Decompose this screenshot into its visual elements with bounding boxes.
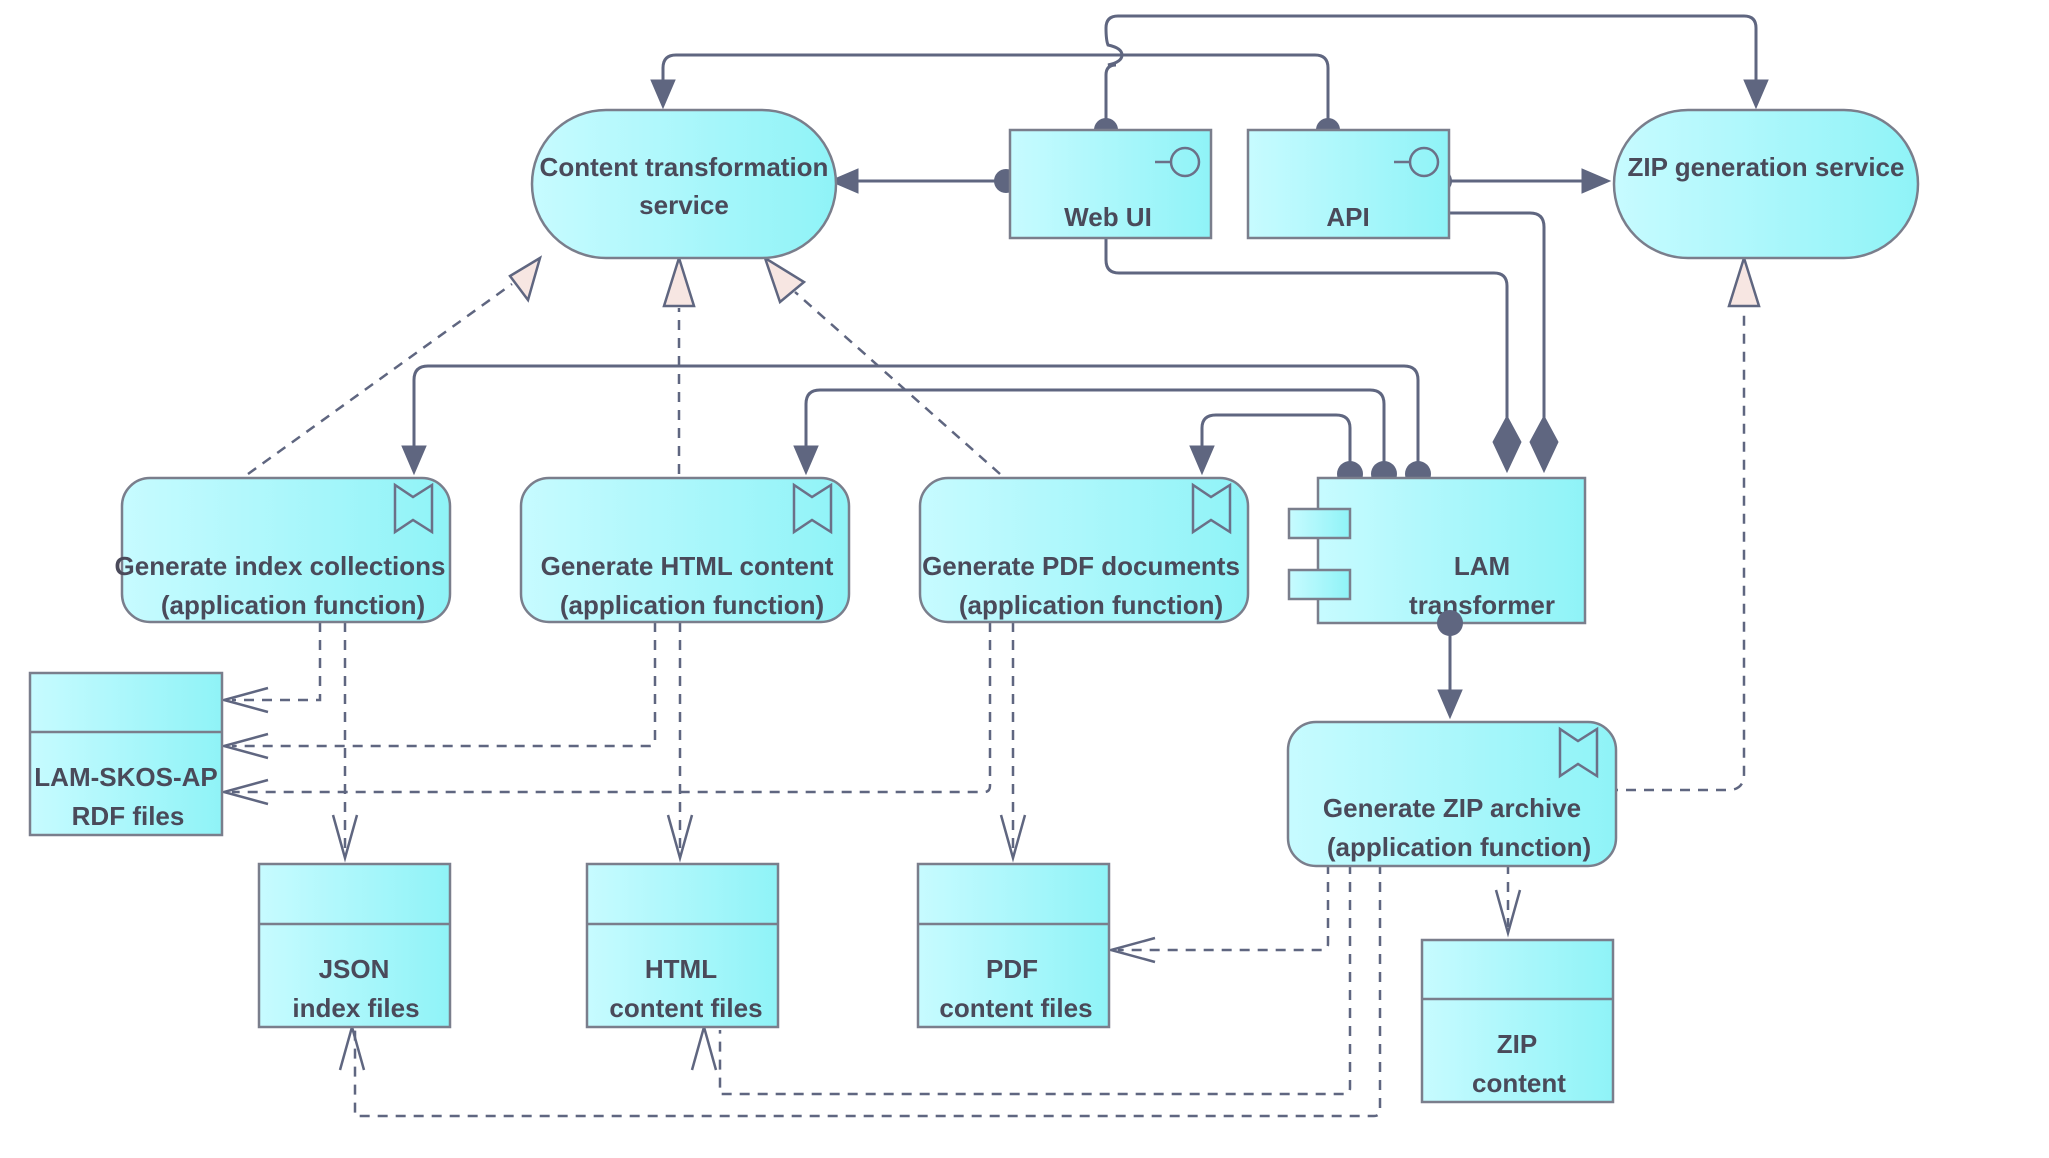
node-pdf-content-files[interactable]: PDF content files xyxy=(916,862,1111,1029)
access-head-html xyxy=(666,814,694,863)
arrowhead-gen-index xyxy=(401,445,427,476)
node-generate-html-content[interactable]: Generate HTML content (application funct… xyxy=(519,476,851,624)
realization-gen-pdf-to-cts xyxy=(794,291,1001,475)
arrowhead-zip-top xyxy=(1743,79,1769,110)
realization-head-gen-html xyxy=(662,253,696,308)
gen-index-line-2: (application function) xyxy=(161,590,425,620)
function-icon xyxy=(393,482,434,535)
node-content-transformation-service[interactable]: Content transformation service xyxy=(530,108,838,260)
gen-pdf-line-2: (application function) xyxy=(959,590,1223,620)
web-ui-label: Web UI xyxy=(1064,202,1152,232)
component-icon xyxy=(1287,507,1352,601)
node-zip-content[interactable]: ZIP content xyxy=(1420,938,1615,1104)
composition-diamond-api xyxy=(1529,414,1559,474)
edge-lam-to-gen-index xyxy=(412,364,1420,474)
access-head-1 xyxy=(219,686,269,714)
cts-line-2: service xyxy=(639,190,729,220)
access-head-html-files-2 xyxy=(690,1022,718,1071)
json-line-1: JSON xyxy=(319,954,390,984)
gen-html-line-2: (application function) xyxy=(560,590,824,620)
function-icon xyxy=(1558,726,1599,779)
lam-line-2: transformer xyxy=(1409,590,1555,620)
pdf-files-line-2: content files xyxy=(939,993,1092,1023)
edge-api-to-lam xyxy=(1440,211,1546,420)
function-icon xyxy=(792,482,833,535)
access-gen-zip-pdf-files xyxy=(1118,864,1330,952)
access-head-pdf-files-2 xyxy=(1106,936,1156,964)
realization-head-gen-zip xyxy=(1727,253,1761,308)
json-line-2: index files xyxy=(292,993,419,1023)
access-head-json xyxy=(331,814,359,863)
access-head-json-files-2 xyxy=(338,1022,366,1071)
gen-zip-line-2: (application function) xyxy=(1327,832,1591,862)
html-files-line-1: HTML xyxy=(645,954,717,984)
edge-webui-to-zip xyxy=(1104,14,1758,130)
node-api[interactable]: API xyxy=(1246,128,1451,240)
lam-line-1: LAM xyxy=(1454,551,1510,581)
node-generate-index-collections[interactable]: Generate index collections (application … xyxy=(115,476,452,624)
gen-html-line-1: Generate HTML content xyxy=(541,551,834,581)
access-head-3 xyxy=(219,778,269,806)
function-icon xyxy=(1191,482,1232,535)
arrowhead-gen-html xyxy=(793,445,819,476)
cts-line-1: Content transformation xyxy=(540,152,829,182)
access-gen-html-lam-skos xyxy=(232,622,657,748)
zip-service-line-1: ZIP generation service xyxy=(1628,152,1905,182)
access-head-zip xyxy=(1494,889,1522,938)
arrowhead-gen-pdf xyxy=(1189,445,1215,476)
access-head-2 xyxy=(219,732,269,760)
edge-webui-to-lam xyxy=(1104,238,1509,420)
realization-head-gen-pdf xyxy=(762,255,807,305)
arrowhead-zip-left xyxy=(1581,168,1612,194)
node-json-index-files[interactable]: JSON index files xyxy=(257,862,452,1029)
gen-index-line-1: Generate index collections xyxy=(115,551,446,581)
edge-lam-to-gen-html xyxy=(804,388,1386,474)
arrowhead-cts-top xyxy=(650,79,676,110)
arrowhead-gen-zip xyxy=(1437,689,1463,720)
node-lam-transformer[interactable]: LAM transformer xyxy=(1287,476,1587,625)
node-web-ui[interactable]: Web UI xyxy=(1008,128,1213,240)
realization-gen-zip-to-zip-service xyxy=(1608,308,1746,792)
edge-api-to-cts xyxy=(661,53,1330,130)
node-generate-pdf-documents[interactable]: Generate PDF documents (application func… xyxy=(918,476,1250,624)
lam-skos-line-2: RDF files xyxy=(72,801,185,831)
arrowhead-cts-right xyxy=(828,168,859,194)
access-head-pdf xyxy=(999,814,1027,863)
lam-skos-line-1: LAM-SKOS-AP xyxy=(34,762,217,792)
realization-gen-index-to-cts xyxy=(247,282,513,476)
interface-icon xyxy=(1155,146,1201,178)
gen-pdf-line-1: Generate PDF documents xyxy=(922,551,1240,581)
node-zip-generation-service[interactable]: ZIP generation service xyxy=(1612,108,1920,260)
zip-content-line-2: content xyxy=(1472,1068,1566,1098)
access-gen-zip-html-files xyxy=(718,864,1352,1096)
edge-lam-to-gen-pdf xyxy=(1200,413,1352,474)
composition-diamond-webui xyxy=(1492,414,1522,474)
access-gen-index-lam-skos xyxy=(232,622,322,702)
gen-zip-line-1: Generate ZIP archive xyxy=(1323,793,1581,823)
port-lam-bottom-top xyxy=(1437,610,1463,636)
access-gen-pdf-lam-skos xyxy=(232,622,992,794)
node-generate-zip-archive[interactable]: Generate ZIP archive (application functi… xyxy=(1286,720,1618,868)
pdf-files-line-1: PDF xyxy=(986,954,1038,984)
node-lam-skos-ap-rdf-files[interactable]: LAM-SKOS-AP RDF files xyxy=(28,671,224,837)
api-label: API xyxy=(1326,202,1369,232)
access-gen-zip-json-files xyxy=(353,864,1382,1118)
node-html-content-files[interactable]: HTML content files xyxy=(585,862,780,1029)
html-files-line-2: content files xyxy=(609,993,762,1023)
zip-content-line-1: ZIP xyxy=(1497,1029,1537,1059)
interface-icon xyxy=(1394,146,1440,178)
realization-head-gen-index xyxy=(508,255,543,303)
